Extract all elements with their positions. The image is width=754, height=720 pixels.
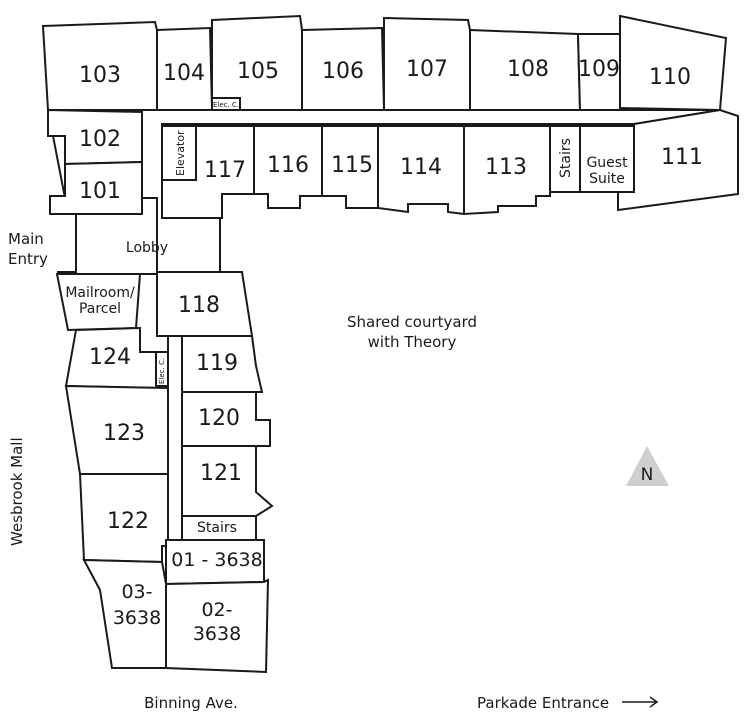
unit-104-label: 104	[163, 61, 205, 86]
stairs-south-label: Stairs	[197, 520, 237, 536]
unit-108-label: 108	[507, 57, 549, 82]
main-entry-label-line1: Main	[8, 230, 44, 248]
elec-closet-north-label: Elec. C.	[213, 101, 239, 109]
unit-119[interactable]	[181, 335, 264, 393]
unit-115-label: 115	[331, 153, 373, 178]
lobby-label: Lobby	[126, 240, 168, 256]
courtyard-label-line2: with Theory	[368, 333, 457, 351]
unit-118-label: 118	[178, 293, 220, 318]
north-label: N	[641, 465, 654, 485]
unit-113-label: 113	[485, 155, 527, 180]
unit-03-3638-label-line2: 3638	[113, 607, 161, 629]
unit-123-label: 123	[103, 421, 145, 446]
parkade-entrance-label: Parkade Entrance	[477, 694, 609, 712]
unit-111-label: 111	[661, 145, 703, 170]
binning-ave-label: Binning Ave.	[144, 694, 238, 712]
unit-124-label: 124	[89, 345, 131, 370]
unit-03-3638-label-line1: 03-	[121, 581, 152, 603]
unit-111[interactable]	[617, 108, 739, 212]
unit-120-label: 120	[198, 406, 240, 431]
unit-106-label: 106	[322, 59, 364, 84]
unit-109-label: 109	[578, 57, 620, 82]
guest-suite-label-line1: Guest	[586, 155, 628, 171]
mailroom-label-line2: Parcel	[79, 301, 121, 317]
unit-114-label: 114	[400, 155, 442, 180]
unit-103-label: 103	[79, 63, 121, 88]
unit-101[interactable]	[49, 160, 143, 215]
unit-01-3638-label: 01 - 3638	[171, 549, 262, 571]
unit-107-label: 107	[406, 57, 448, 82]
wesbrook-mall-label: Wesbrook Mall	[8, 437, 26, 546]
unit-02-3638-label-line2: 3638	[193, 623, 241, 645]
unit-121-label: 121	[200, 461, 242, 486]
mailroom-label-line1: Mailroom/	[65, 285, 135, 301]
unit-110[interactable]	[619, 14, 728, 112]
elec-closet-west-label: Elec. C.	[158, 358, 166, 384]
courtyard-label-line1: Shared courtyard	[347, 313, 477, 331]
unit-122-label: 122	[107, 509, 149, 534]
unit-102-label: 102	[79, 127, 121, 152]
arrow-right-icon	[622, 696, 659, 708]
stairs-north-label: Stairs	[558, 138, 574, 178]
unit-110-label: 110	[649, 65, 691, 90]
unit-119-label: 119	[196, 351, 238, 376]
guest-suite-label-line2: Suite	[589, 171, 625, 187]
main-entry-label-line2: Entry	[8, 250, 48, 268]
lobby-outline	[57, 214, 77, 273]
unit-02-3638[interactable]	[165, 578, 270, 674]
unit-101-label: 101	[79, 179, 121, 204]
elevator-label: Elevator	[174, 130, 187, 176]
unit-105-label: 105	[237, 59, 279, 84]
north-arrow-icon: N	[626, 446, 669, 486]
unit-02-3638-label-line1: 02-	[201, 599, 232, 621]
unit-116-label: 116	[267, 153, 309, 178]
unit-117-label: 117	[204, 158, 246, 183]
